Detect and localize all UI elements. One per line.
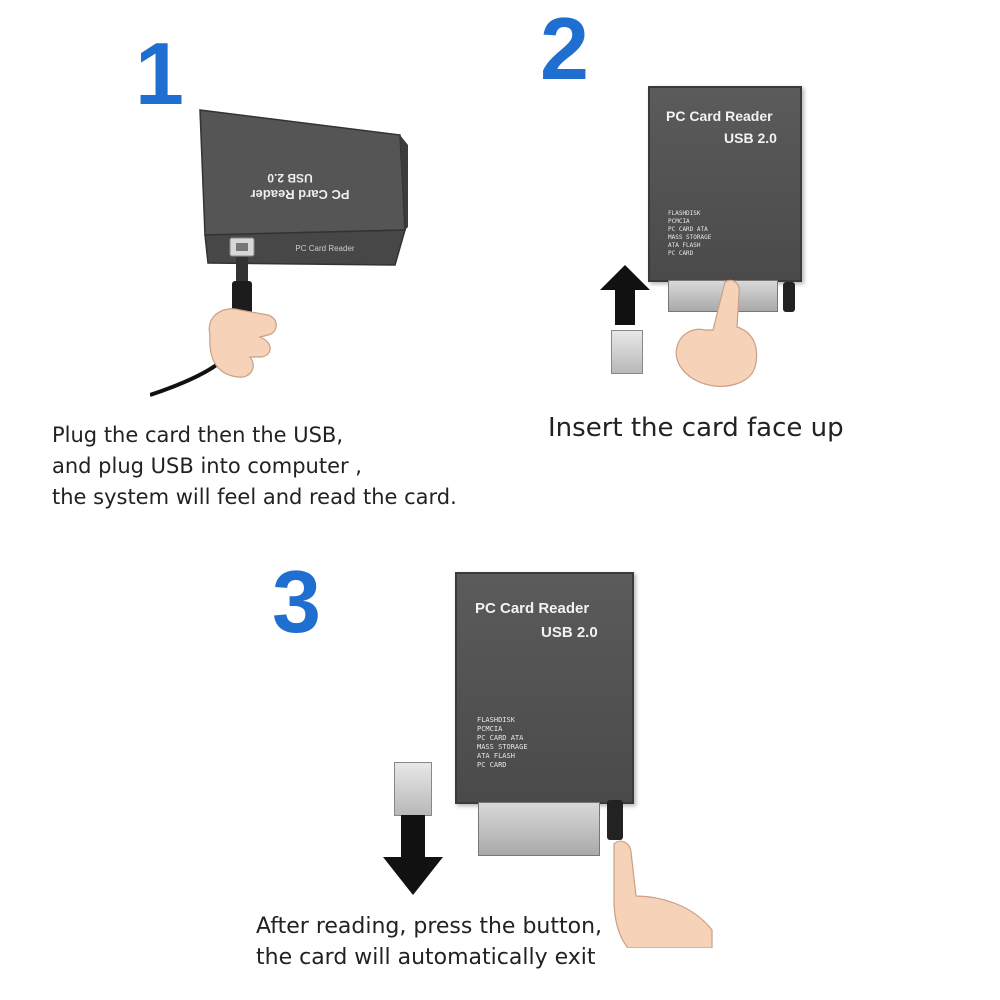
caption-line: After reading, press the button, <box>256 914 603 939</box>
spec-item: PCMCIA <box>668 218 690 225</box>
eject-button <box>607 800 623 840</box>
up-arrow-icon <box>600 265 650 325</box>
caption-line: Plug the card then the USB, <box>52 423 344 447</box>
card-slot <box>478 802 600 856</box>
spec-item: ATA FLASH <box>477 752 515 760</box>
hand-icon <box>208 308 277 378</box>
pc-card-icon <box>394 762 432 816</box>
pointing-hand-icon <box>675 279 758 387</box>
step-1-number: 1 <box>135 24 184 123</box>
step-2-device: PC Card Reader USB 2.0 FLASHDISK PCMCIA … <box>648 86 802 282</box>
device-subtitle-flipped: USB 2.0 <box>267 171 313 185</box>
spec-item: ATA FLASH <box>668 242 701 249</box>
caption-line: the system will feel and read the card. <box>52 485 457 509</box>
step-2-number: 2 <box>540 0 589 98</box>
caption-line: Insert the card face up <box>548 413 844 443</box>
device-right-face <box>400 135 408 230</box>
spec-item: PC CARD ATA <box>668 226 708 233</box>
caption-line: and plug USB into computer , <box>52 454 362 478</box>
spec-list: FLASHDISK PCMCIA PC CARD ATA MASS STORAG… <box>668 210 711 258</box>
pc-card-icon <box>611 330 643 374</box>
device-title-flipped: PC Card Reader <box>251 187 350 202</box>
spec-item: PC CARD ATA <box>477 734 524 742</box>
device-front-face <box>204 229 407 266</box>
step-1-caption: Plug the card then the USB, and plug USB… <box>52 420 457 513</box>
step-2-caption: Insert the card face up <box>548 410 844 446</box>
spec-item: FLASHDISK <box>477 716 515 724</box>
device-subtitle: USB 2.0 <box>541 624 598 641</box>
device-title: PC Card Reader <box>475 600 590 617</box>
spec-item: PC CARD <box>668 250 694 257</box>
spec-item: PC CARD <box>477 761 507 769</box>
step-3-caption: After reading, press the button, the car… <box>256 911 602 973</box>
spec-item: MASS STORAGE <box>668 234 712 241</box>
caption-line: the card will automatically exit <box>256 945 596 970</box>
pointing-finger-icon <box>613 840 713 948</box>
device-front-label: PC Card Reader <box>295 244 354 253</box>
spec-item: MASS STORAGE <box>477 743 528 751</box>
step-1-illustration: PC Card Reader USB 2.0 PC Card Reader <box>150 109 408 397</box>
device-title: PC Card Reader <box>666 108 773 124</box>
step-3-number: 3 <box>272 552 321 651</box>
eject-button <box>783 282 795 312</box>
down-arrow-icon <box>383 815 443 895</box>
step-3-device: PC Card Reader USB 2.0 FLASHDISK PCMCIA … <box>455 572 634 804</box>
spec-list: FLASHDISK PCMCIA PC CARD ATA MASS STORAG… <box>477 716 528 770</box>
device-subtitle: USB 2.0 <box>724 130 777 146</box>
spec-item: FLASHDISK <box>668 210 701 217</box>
spec-item: PCMCIA <box>477 725 503 733</box>
